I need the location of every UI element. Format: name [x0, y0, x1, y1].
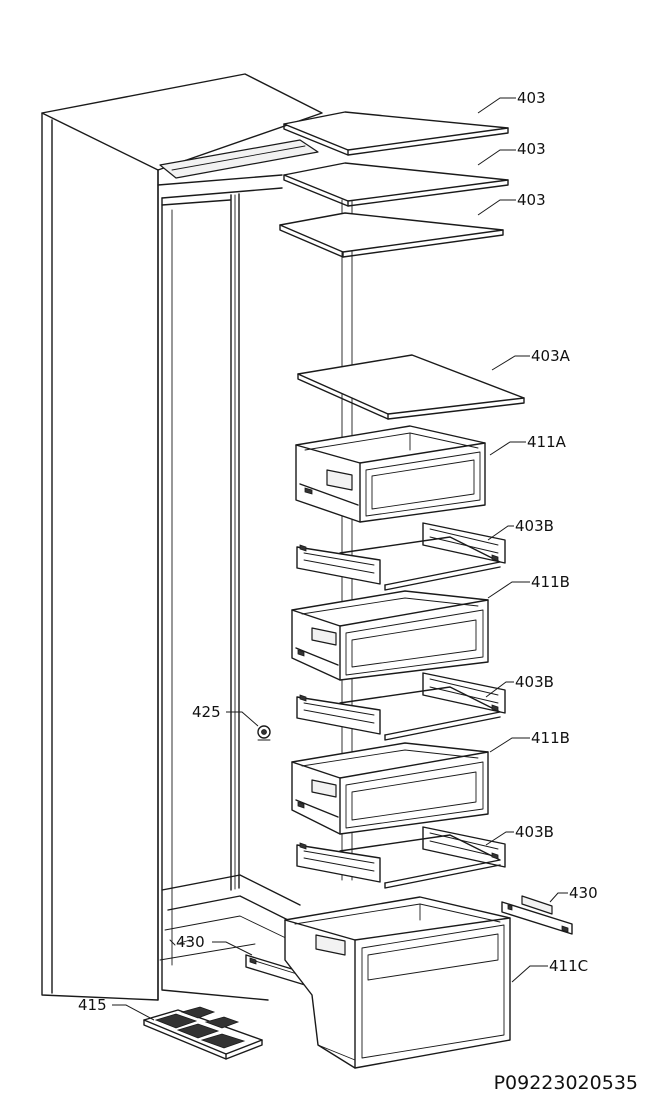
callouts: 403 403 403 403A 411A 403B 411B 403B 411…	[78, 89, 598, 1021]
leader-430-right	[549, 892, 568, 903]
leader-403b-1	[487, 525, 514, 541]
label-403-top: 403	[517, 89, 546, 107]
drawer-411b-2	[291, 742, 489, 835]
label-403b-1: 403B	[515, 517, 554, 535]
leader-411a	[489, 441, 526, 456]
glass-shelf-403-top	[283, 111, 509, 156]
leader-403a	[491, 355, 530, 371]
label-411b-2: 411B	[531, 729, 570, 747]
label-411a: 411A	[527, 433, 567, 451]
drawer-411b-1	[291, 590, 489, 681]
label-403b-3: 403B	[515, 823, 554, 841]
leader-425	[226, 711, 259, 727]
label-403b-2: 403B	[515, 673, 554, 691]
label-403-second: 403	[517, 140, 546, 158]
label-403a: 403A	[531, 347, 571, 365]
glass-shelf-403a	[297, 354, 525, 420]
vent-grille-415	[143, 1006, 263, 1060]
drawer-411a	[295, 425, 486, 523]
leader-403-second	[477, 149, 516, 166]
label-403-third: 403	[517, 191, 546, 209]
drawer-bracket-430-right	[501, 895, 573, 935]
label-430-right: 430	[569, 884, 598, 902]
leader-403-third	[477, 199, 516, 216]
label-430-left: 430	[176, 933, 205, 951]
shelf-rail-403b-3	[296, 826, 506, 889]
leader-403b-3	[485, 831, 514, 846]
leader-411b-2	[489, 737, 530, 753]
drawing-code: P09223020535	[493, 1072, 638, 1094]
label-411c: 411C	[549, 957, 588, 975]
label-415: 415	[78, 996, 107, 1014]
glass-shelf-403-third	[279, 212, 504, 258]
leader-403b-2	[485, 681, 514, 698]
leader-430-left	[212, 941, 253, 956]
temperature-knob-425	[257, 725, 271, 741]
glass-shelf-403-second	[283, 162, 509, 207]
leader-411b-1	[487, 581, 530, 599]
drawer-411c	[284, 896, 511, 1069]
leader-411c	[511, 965, 548, 983]
label-425: 425	[192, 703, 221, 721]
leader-415	[112, 1004, 155, 1021]
shelf-rail-403b-2	[296, 672, 506, 741]
shelf-rail-403b-1	[296, 522, 506, 591]
leader-403-top	[477, 97, 516, 114]
label-411b-1: 411B	[531, 573, 570, 591]
